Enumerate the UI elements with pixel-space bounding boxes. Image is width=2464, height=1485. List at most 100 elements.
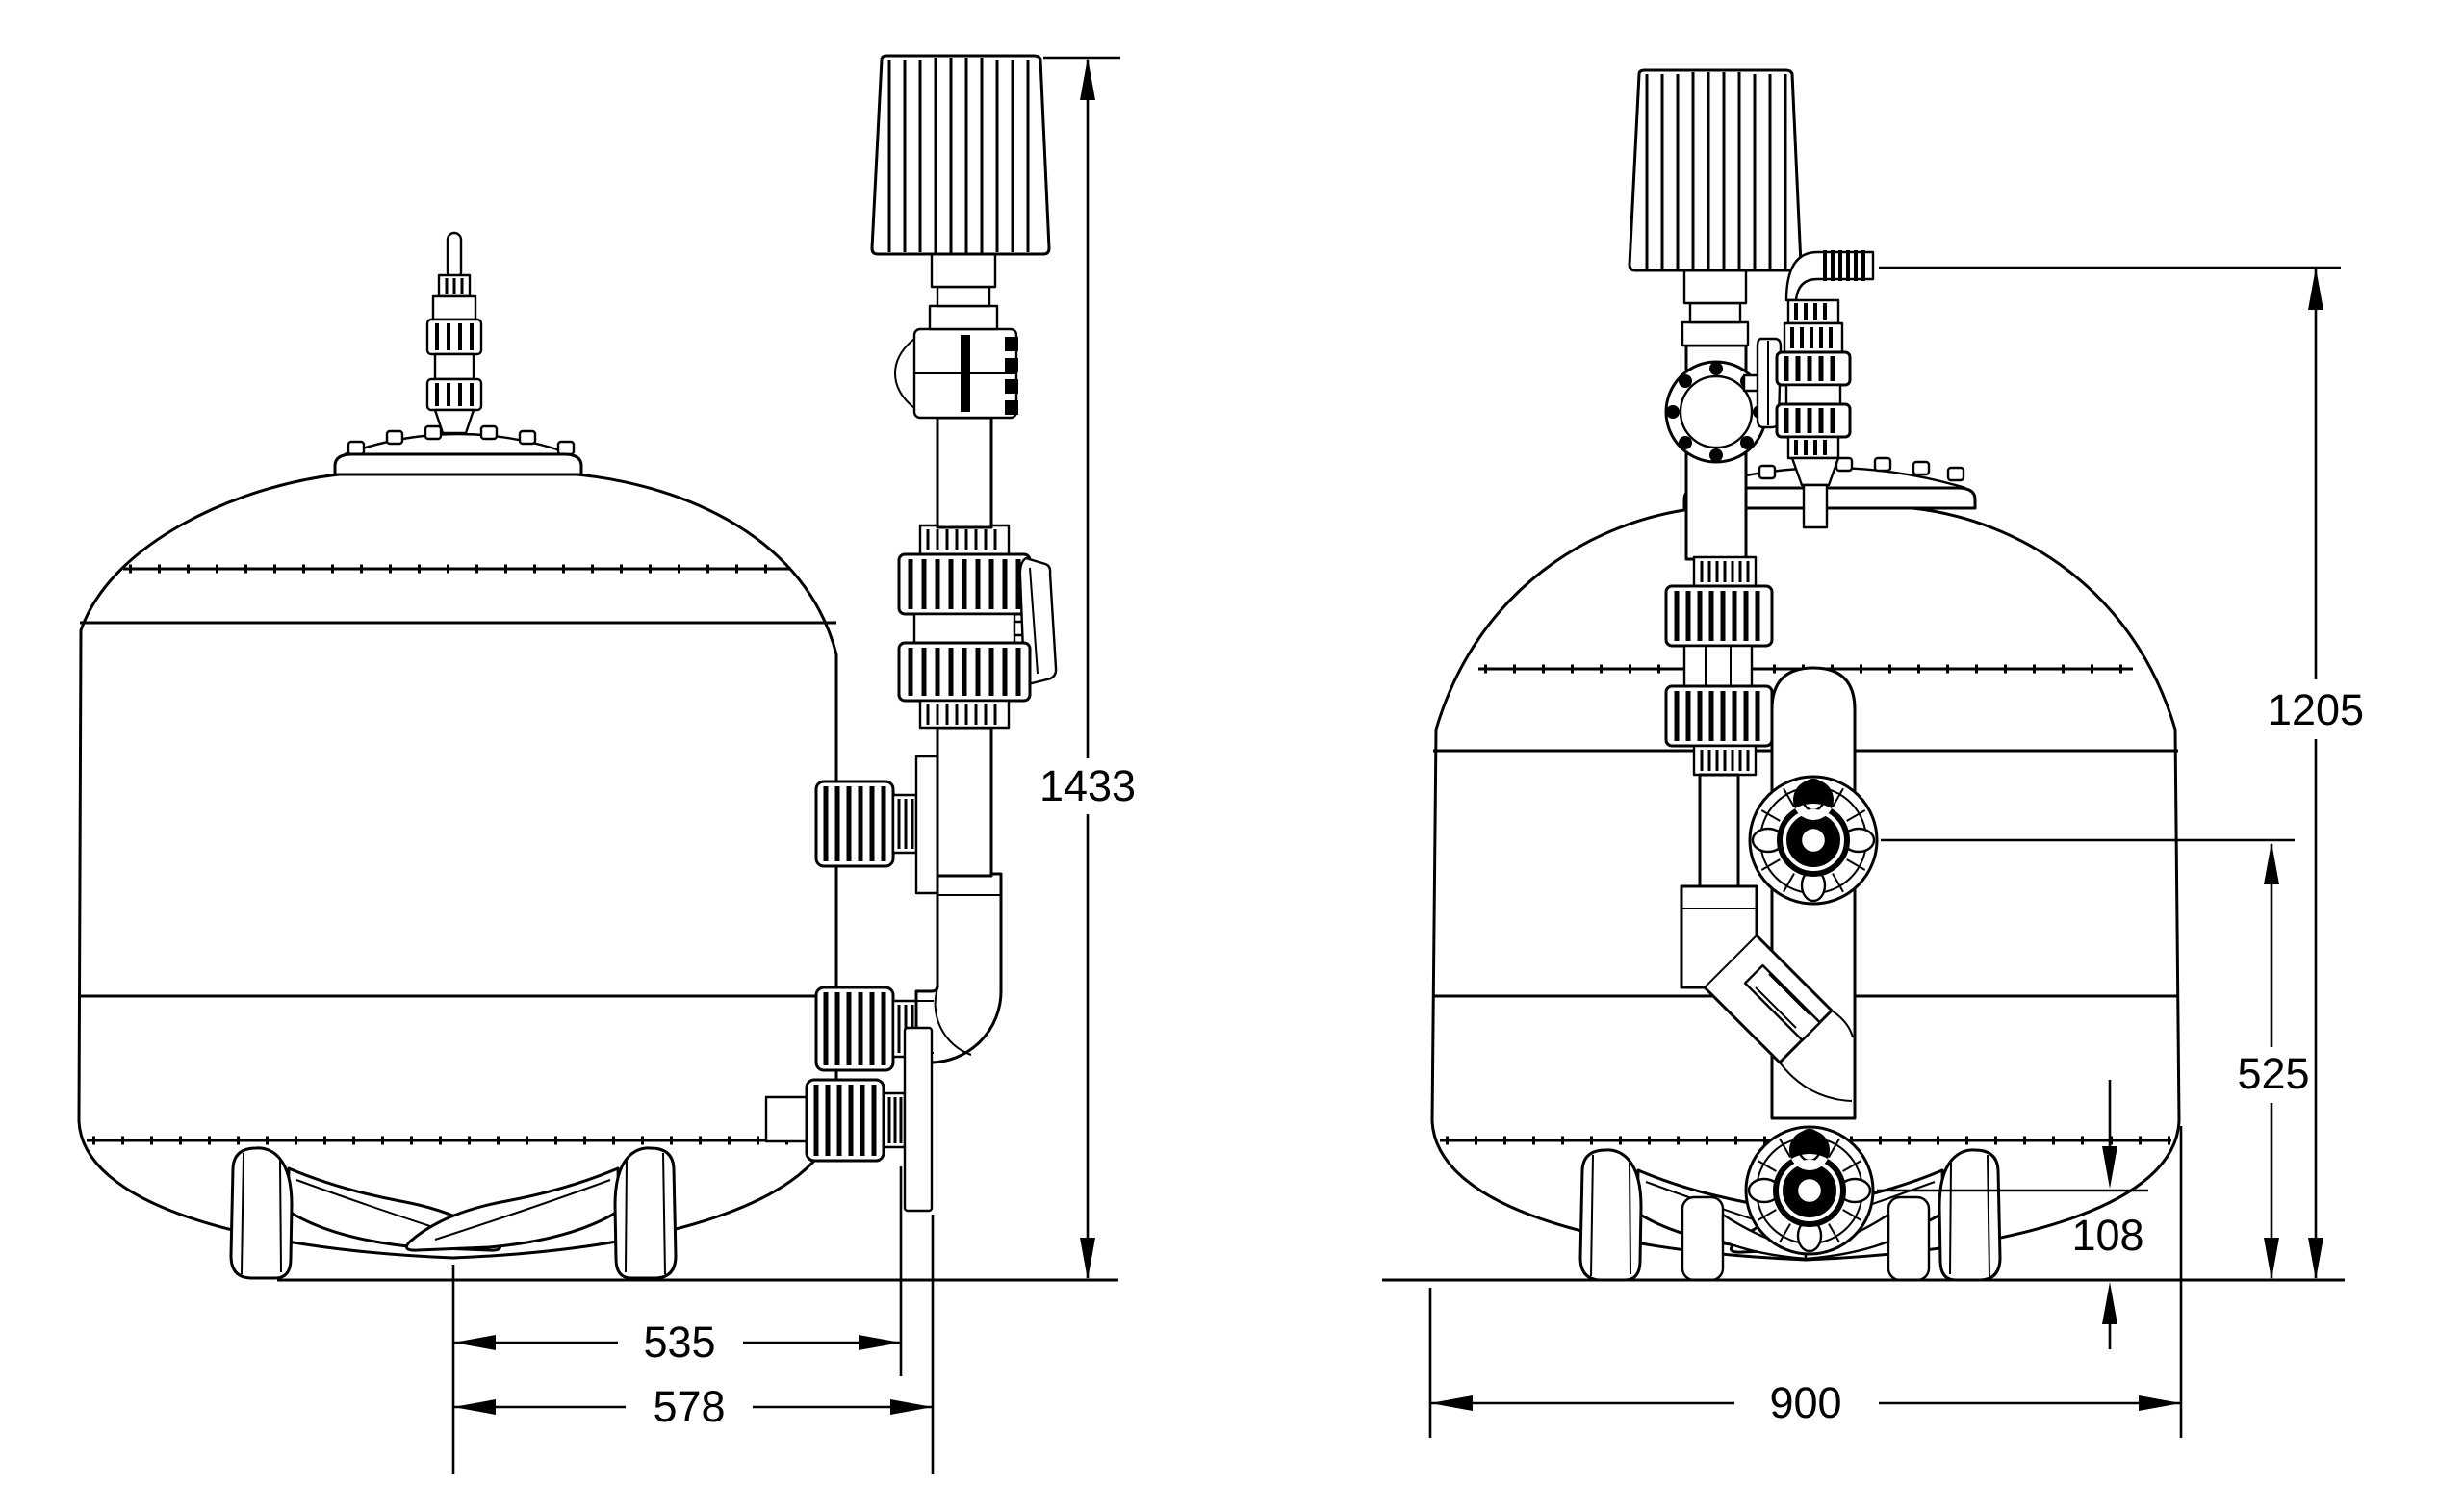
flange-bolt xyxy=(1666,405,1680,419)
upper-pipe xyxy=(936,416,993,529)
flange-bolt xyxy=(1679,374,1692,388)
dimension-tank-width: 900 xyxy=(1428,1126,2183,1438)
arrowhead-down xyxy=(2264,1238,2279,1280)
dim-label-525: 525 xyxy=(2237,1049,2309,1098)
dim-label-535: 535 xyxy=(643,1318,715,1367)
diagonal-union-collar xyxy=(1743,963,1822,1042)
drain-flange-plate xyxy=(903,1026,934,1213)
handle-detail xyxy=(1029,567,1039,675)
riser-pipe xyxy=(936,726,993,878)
union-mid-band xyxy=(1682,644,1754,688)
valve-taper xyxy=(1790,456,1840,487)
arrowhead-down xyxy=(2102,1146,2118,1189)
rib-lines xyxy=(1823,250,1865,281)
rib-lines xyxy=(435,383,474,406)
valve-body xyxy=(912,612,1016,645)
dimension-base-widths: 535 578 xyxy=(451,1166,935,1474)
union-mid-detail xyxy=(1705,646,1732,686)
tank-outline xyxy=(77,473,838,1260)
upper-port-flange xyxy=(1748,775,1879,906)
union-bolt xyxy=(1005,400,1018,415)
rib-lines xyxy=(926,529,997,550)
union-bolt xyxy=(1005,358,1018,372)
lid-flange-band xyxy=(333,452,583,476)
rib-lines xyxy=(887,58,1030,253)
rib-lines xyxy=(823,992,886,1065)
valve-body xyxy=(431,294,477,321)
rib-lines xyxy=(445,278,464,294)
dim-label-1205: 1205 xyxy=(2268,685,2364,734)
rib-lines xyxy=(897,799,914,849)
cap-collar xyxy=(1681,320,1750,347)
upper-port-union xyxy=(814,780,918,868)
valve-taper xyxy=(433,408,475,435)
valve-mid xyxy=(433,352,475,381)
rib-lines xyxy=(435,323,474,350)
dimension-drain-hose-height: 1205 xyxy=(1879,266,2364,1280)
dimension-upper-port-height: 525 xyxy=(1881,838,2310,1280)
rib-lines xyxy=(1784,408,1835,433)
bottom-drain-side xyxy=(764,1026,934,1213)
arrowhead-right xyxy=(2139,1395,2181,1411)
top-pipe-assembly-side xyxy=(870,54,1058,1064)
valve-mid xyxy=(1784,383,1842,406)
sight-glass-flange xyxy=(1664,360,1768,464)
leg-middle-left xyxy=(1681,1195,1725,1282)
rib-lines xyxy=(908,559,1021,609)
dim-label-108: 108 xyxy=(2071,1211,2143,1260)
rib-lines xyxy=(813,1085,877,1156)
rib-lines xyxy=(1674,591,1760,641)
tee-backing-plate xyxy=(914,755,939,895)
double-union xyxy=(1664,555,1774,777)
ribbed-cap xyxy=(870,54,1051,256)
air-release-valve xyxy=(425,231,483,435)
lower-port-union xyxy=(814,986,918,1072)
flange-bolt xyxy=(1709,448,1723,462)
dim-label-578: 578 xyxy=(653,1382,725,1431)
elbow-miter-seam xyxy=(1681,908,1758,988)
hose-elbow xyxy=(1784,250,1875,302)
rib-lines xyxy=(1784,356,1835,381)
rib-lines xyxy=(1645,72,1787,269)
arrowhead-left xyxy=(453,1399,496,1415)
union-bolt xyxy=(1005,337,1018,351)
rib-lines xyxy=(1674,691,1760,741)
rib-lines xyxy=(1700,561,1750,582)
arrowhead-up xyxy=(2264,842,2279,884)
ribbed-cap xyxy=(1628,68,1803,272)
cap-neck-small xyxy=(1688,301,1742,324)
check-valve-union xyxy=(893,327,1018,420)
rib-lines xyxy=(1794,440,1827,455)
union-bolt xyxy=(1005,379,1018,394)
side-view: 1433 535 578 xyxy=(77,54,1136,1474)
union-spindle xyxy=(961,335,970,412)
tank-body-side xyxy=(77,473,838,1260)
valve-stub xyxy=(1802,483,1829,529)
rib-lines xyxy=(926,704,997,725)
cap-collar xyxy=(928,304,999,331)
lower-port-flange xyxy=(1744,1125,1875,1256)
flange-inner xyxy=(1679,374,1754,449)
cap-neck xyxy=(1682,269,1748,305)
dimension-overall-height: 1433 xyxy=(1040,56,1136,1280)
dim-label-900: 900 xyxy=(1769,1378,1841,1427)
arrowhead-up xyxy=(2102,1282,2118,1324)
elbow-detail xyxy=(916,894,1001,1056)
rib-lines xyxy=(1794,303,1827,320)
lower-pipe xyxy=(1698,773,1740,894)
rib-lines xyxy=(1790,327,1833,348)
rib-lines xyxy=(887,1097,903,1143)
collar-ribs xyxy=(1755,973,1810,1029)
elbow-end-curves xyxy=(1779,1010,1854,1102)
flange-bolt xyxy=(1740,436,1754,449)
drain-valve-column xyxy=(1775,250,1875,529)
lid-assembly-side xyxy=(333,424,583,476)
elbow-45 xyxy=(1680,884,1854,1102)
arrowhead-down xyxy=(2308,1238,2323,1280)
arrowhead-up xyxy=(2308,268,2323,310)
top-pipe-assembly-front xyxy=(1628,68,1854,1102)
cap-neck-small xyxy=(936,285,991,308)
dimension-lower-port-height: 108 xyxy=(1877,1080,2148,1349)
valve-stem xyxy=(446,231,463,281)
